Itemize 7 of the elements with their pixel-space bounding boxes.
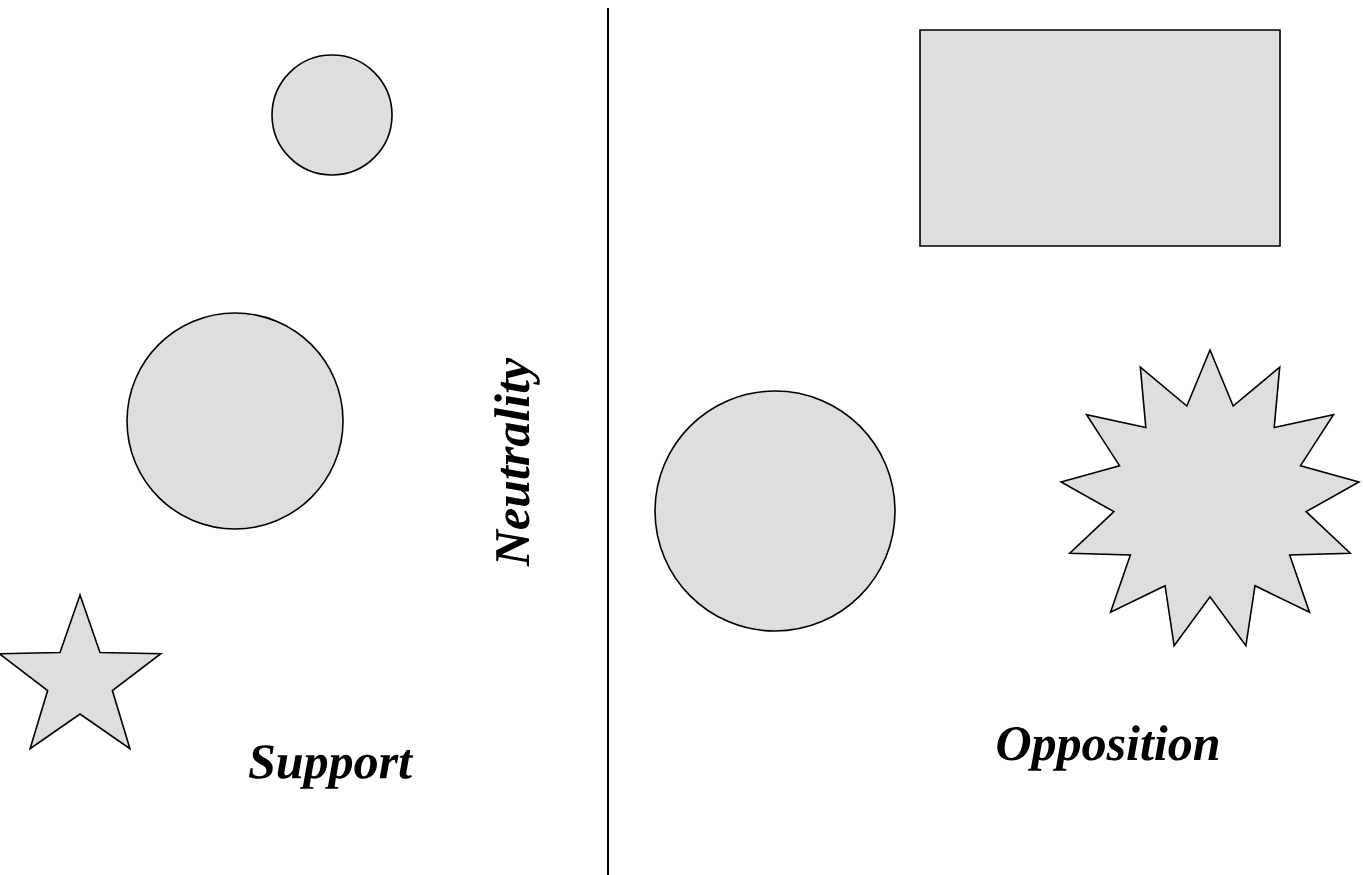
region-label: Neutrality <box>494 357 540 567</box>
region-label: Support <box>248 745 414 789</box>
circle-shape <box>126 312 344 530</box>
circle-shape <box>654 390 896 632</box>
rectangle-shape <box>919 29 1281 247</box>
circle-shape <box>271 54 393 176</box>
region-label: Opposition <box>997 725 1219 771</box>
